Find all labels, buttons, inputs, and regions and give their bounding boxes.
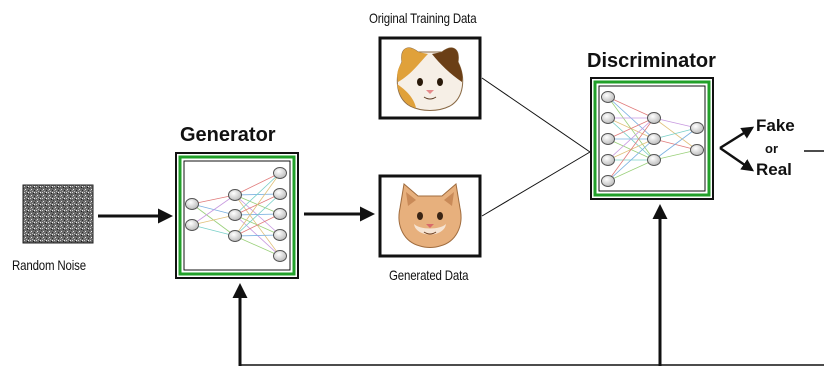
generator-edge bbox=[234, 194, 281, 257]
discriminator-edge bbox=[607, 117, 655, 182]
generator-node bbox=[273, 229, 287, 241]
discriminator-node bbox=[601, 112, 615, 124]
generator-edge bbox=[191, 194, 236, 226]
discriminator-node bbox=[647, 112, 661, 124]
generator-edge bbox=[234, 234, 281, 237]
generator-network-box bbox=[175, 152, 299, 279]
discriminator-edge bbox=[607, 159, 655, 182]
generator-node bbox=[228, 189, 242, 201]
generator-edge bbox=[234, 172, 281, 196]
generator-edge bbox=[191, 224, 236, 237]
discriminator-edge bbox=[653, 127, 698, 161]
discriminator-edge bbox=[607, 138, 655, 182]
arrow-to-fake bbox=[719, 126, 755, 150]
discriminator-node bbox=[647, 133, 661, 145]
generator-node bbox=[273, 167, 287, 179]
discriminator-edge bbox=[653, 117, 698, 129]
line-original-to-discriminator bbox=[481, 77, 591, 153]
generator-connections bbox=[191, 172, 281, 257]
generator-node bbox=[185, 219, 199, 231]
discriminator-node bbox=[601, 154, 615, 166]
generator-nodes bbox=[185, 167, 287, 262]
generator-edge bbox=[234, 235, 281, 257]
generator-edge bbox=[191, 203, 236, 216]
generator-edge bbox=[191, 214, 236, 226]
generated-data-image bbox=[378, 174, 482, 258]
original-training-data-label: Original Training Data bbox=[369, 10, 477, 26]
discriminator-node bbox=[690, 122, 704, 134]
fake-label: Fake bbox=[756, 116, 795, 135]
generator-node bbox=[185, 198, 199, 210]
discriminator-edge bbox=[653, 138, 698, 151]
generator-node bbox=[273, 250, 287, 262]
line-generated-to-discriminator bbox=[481, 151, 591, 217]
random-noise-image bbox=[22, 184, 94, 244]
discriminator-node bbox=[601, 175, 615, 187]
discriminator-edge bbox=[607, 117, 655, 140]
generator-node bbox=[228, 230, 242, 242]
discriminator-node bbox=[601, 133, 615, 145]
discriminator-edge bbox=[653, 117, 698, 151]
generator-edge bbox=[191, 194, 236, 205]
random-noise-label: Random Noise bbox=[12, 257, 86, 273]
discriminator-nodes bbox=[601, 91, 704, 187]
original-training-data-image bbox=[378, 36, 482, 120]
discriminator-edge bbox=[607, 117, 655, 161]
discriminator-node bbox=[690, 144, 704, 156]
discriminator-edge bbox=[653, 127, 698, 140]
generator-edge bbox=[234, 172, 281, 216]
or-label: or bbox=[765, 141, 778, 156]
discriminator-title: Discriminator bbox=[587, 50, 716, 72]
real-label: Real bbox=[756, 160, 792, 179]
discriminator-node bbox=[647, 154, 661, 166]
generator-edge bbox=[234, 193, 281, 237]
discriminator-edge bbox=[607, 96, 655, 119]
discriminator-connections bbox=[607, 96, 698, 182]
generator-edge bbox=[234, 213, 281, 237]
discriminator-edge bbox=[653, 149, 698, 161]
discriminator-node bbox=[601, 91, 615, 103]
generator-node bbox=[273, 188, 287, 200]
generator-edge bbox=[234, 172, 281, 237]
generated-data-label: Generated Data bbox=[389, 267, 469, 283]
generator-node bbox=[228, 209, 242, 221]
generator-node bbox=[273, 208, 287, 220]
discriminator-network-box bbox=[590, 77, 714, 200]
arrow-to-real bbox=[719, 146, 755, 172]
generator-title: Generator bbox=[180, 124, 276, 146]
